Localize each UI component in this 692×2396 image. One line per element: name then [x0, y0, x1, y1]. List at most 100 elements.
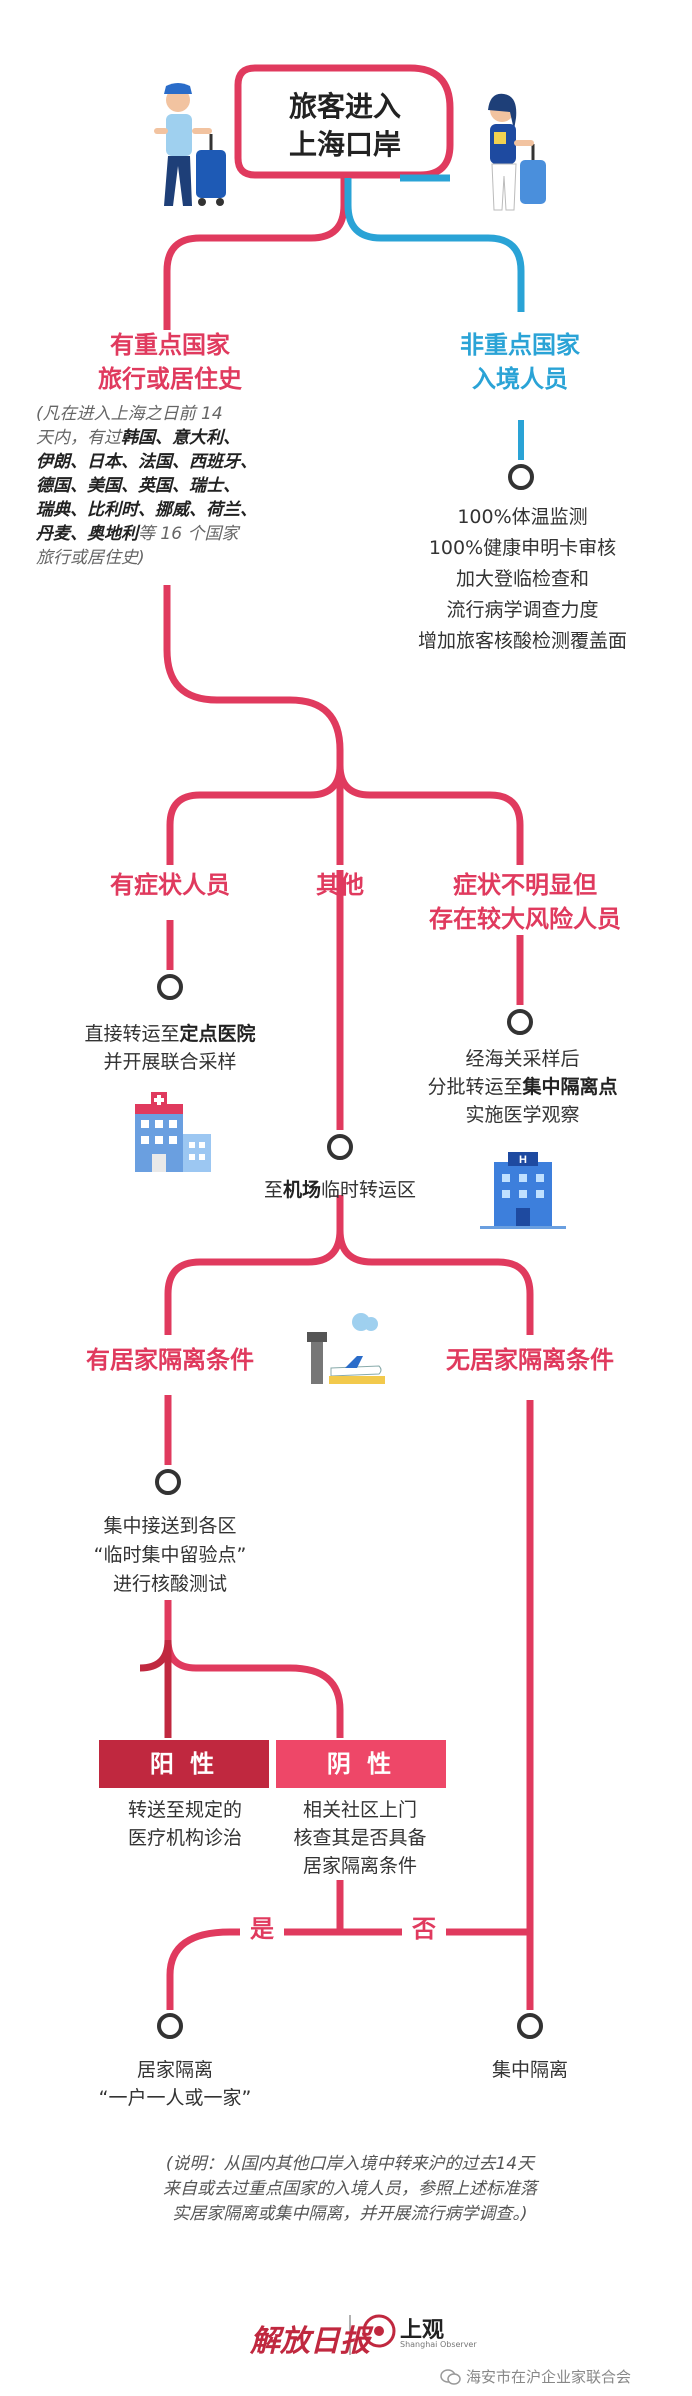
isolation-building-icon: H	[480, 1152, 566, 1229]
node-other	[327, 1134, 353, 1160]
no-label: 否	[402, 1912, 446, 1946]
nonkey-title-1: 非重点国家	[460, 331, 580, 359]
traveler-woman-icon	[488, 93, 546, 211]
node-nonkey	[508, 464, 534, 490]
key-note-text: 旅行或居住史)	[36, 548, 145, 568]
key-note-countries: 丹麦、奥地利	[36, 524, 138, 544]
home-action-line: 集中接送到各区	[103, 1515, 237, 1537]
negative-tag: 阴 性	[276, 1740, 446, 1788]
risk-label-1: 症状不明显但	[453, 871, 597, 899]
key-note-line: 旅行或居住史)	[36, 546, 326, 570]
airport-action-pre: 至	[263, 1179, 283, 1201]
footnote-line: 实居家隔离或集中隔离，并开展流行病学调查。)	[172, 2204, 528, 2224]
key-note-countries: 伊朗、日本、法国、西班牙、	[36, 452, 257, 472]
watermark-text: 海安市在沪企业家联合会	[466, 2368, 632, 2386]
title-line-2: 上海口岸	[288, 128, 401, 161]
nonkey-heading: 非重点国家 入境人员	[420, 328, 620, 396]
title-box	[234, 64, 454, 182]
home-action-line: “临时集中留验点”	[93, 1544, 247, 1566]
other-label: 其他	[316, 871, 364, 899]
yes-label: 是	[240, 1912, 284, 1946]
risk-action: 经海关采样后 分批转运至集中隔离点 实施医学观察	[380, 1045, 665, 1129]
home-action-line: 进行核酸测试	[112, 1573, 227, 1595]
shangguan-logo: 上观	[400, 2318, 445, 2343]
traveler-man-icon	[154, 83, 226, 206]
key-note-line: 德国、美国、英国、瑞士、	[36, 474, 326, 498]
key-note-line: 瑞典、比利时、挪威、荷兰、	[36, 498, 326, 522]
key-country-title-2: 旅行或居住史	[98, 365, 242, 393]
risk-action-pre: 分批转运至	[427, 1076, 523, 1098]
hospital-icon	[135, 1092, 211, 1172]
measure-item: 加大登临检查和	[455, 568, 589, 590]
symptom-action-pre: 直接转运至	[84, 1023, 180, 1045]
node-central	[517, 2013, 543, 2039]
risk-label-2: 存在较大风险人员	[429, 905, 621, 933]
shangguan-logo-sub: Shanghai Observer	[400, 2340, 477, 2349]
test-split	[164, 1600, 344, 1738]
footnote-line: 来自或去过重点国家的入境人员，参照上述标准落	[163, 2179, 537, 2199]
negative-action-line: 相关社区上门	[302, 1799, 417, 1821]
home-action: 集中接送到各区 “临时集中留验点” 进行核酸测试	[40, 1512, 300, 1599]
shangguan-logo-icon	[362, 2314, 396, 2348]
measure-item: 增加旅客核酸检测覆盖面	[417, 630, 627, 652]
line-to-key	[163, 178, 348, 330]
node-home	[155, 1469, 181, 1495]
symptom-label: 有症状人员	[110, 871, 230, 899]
home-quarantine-line2: “一户一人或一家”	[98, 2087, 252, 2109]
key-note-countries: 德国、美国、英国、瑞士、	[36, 476, 240, 496]
key-country-heading: 有重点国家 旅行或居住史	[70, 328, 270, 396]
airport-icon	[307, 1313, 385, 1384]
node-home-quarantine	[157, 2013, 183, 2039]
svg-text:H: H	[519, 1154, 527, 1166]
key-note-text: (凡在进入上海之日前 14	[36, 404, 223, 424]
negative-action-line: 核查其是否具备	[293, 1827, 427, 1849]
key-note-line: 丹麦、奥地利等 16 个国家	[36, 522, 326, 546]
yes-no-split	[166, 1928, 340, 2010]
home-quarantine-line1: 居家隔离	[136, 2059, 213, 2081]
no-home-label: 无居家隔离条件	[446, 1346, 614, 1374]
positive-action-line: 转送至规定的	[127, 1799, 242, 1821]
nonkey-measures: 100%体温监测 100%健康申明卡审核 加大登临检查和 流行病学调查力度 增加…	[370, 502, 675, 657]
title-line-1: 旅客进入	[288, 90, 401, 123]
measure-item: 100%健康申明卡审核	[428, 537, 617, 559]
key-note-countries: 韩国、意大利、	[121, 428, 240, 448]
central-quarantine: 集中隔离	[491, 2059, 568, 2081]
node-risk	[507, 1009, 533, 1035]
negative-action: 相关社区上门 核查其是否具备 居家隔离条件	[245, 1796, 475, 1880]
nonkey-title-2: 入境人员	[472, 365, 568, 393]
key-note-line: (凡在进入上海之日前 14	[36, 402, 326, 426]
key-country-title-1: 有重点国家	[110, 331, 230, 359]
wechat-icon	[440, 2369, 461, 2385]
key-note-text: 等 16 个国家	[138, 524, 239, 544]
line-to-nonkey	[344, 178, 525, 312]
designated-hospital: 定点医院	[179, 1023, 256, 1045]
symptom-action: 直接转运至定点医院 并开展联合采样	[50, 1020, 290, 1076]
airport-action-post: 临时转运区	[321, 1179, 417, 1201]
page-title: 旅客进入 上海口岸	[240, 88, 450, 164]
positive-action-line: 医疗机构诊治	[127, 1827, 242, 1849]
negative-action-line: 居家隔离条件	[302, 1855, 417, 1877]
central-isolation-point: 集中隔离点	[522, 1076, 618, 1098]
risk-label: 症状不明显但 存在较大风险人员	[410, 868, 640, 936]
key-stem	[163, 585, 344, 751]
home-quarantine: 居家隔离 “一户一人或一家”	[60, 2056, 290, 2112]
split-three	[166, 750, 344, 865]
risk-action-line3: 实施医学观察	[465, 1104, 580, 1126]
positive-action: 转送至规定的 医疗机构诊治	[70, 1796, 300, 1852]
risk-action-line1: 经海关采样后	[465, 1048, 580, 1070]
node-symptom	[157, 974, 183, 1000]
home-label: 有居家隔离条件	[86, 1346, 254, 1374]
measure-item: 流行病学调查力度	[446, 599, 599, 621]
airport-word: 机场	[282, 1179, 321, 1201]
jiefang-daily-logo: 解放日报	[250, 2324, 370, 2359]
positive-tag: 阳 性	[99, 1740, 269, 1788]
footnote-line: (说明：从国内其他口岸入境中转来沪的过去14天	[165, 2154, 535, 2174]
airport-action: 至机场临时转运区	[230, 1176, 450, 1204]
key-note-line: 伊朗、日本、法国、西班牙、	[36, 450, 326, 474]
symptom-action-line2: 并开展联合采样	[103, 1051, 237, 1073]
key-note-line: 天内，有过韩国、意大利、	[36, 426, 326, 450]
key-note-text: 天内，有过	[36, 428, 121, 448]
footnote: (说明：从国内其他口岸入境中转来沪的过去14天 来自或去过重点国家的入境人员，参…	[60, 2152, 640, 2227]
key-note-countries: 瑞典、比利时、挪威、荷兰、	[36, 500, 257, 520]
